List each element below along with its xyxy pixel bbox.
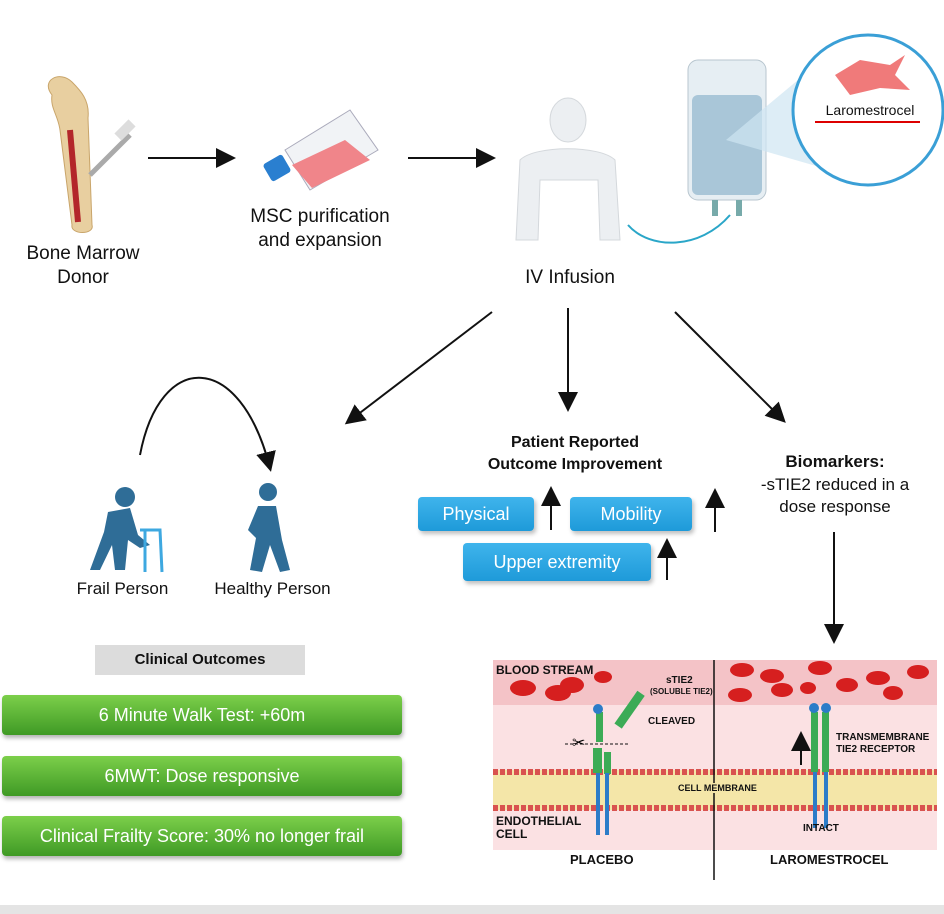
soluble-tie2-label: (SOLUBLE TIE2): [650, 687, 713, 696]
cleaved-label: CLEAVED: [648, 716, 696, 727]
pro-title: Patient Reported Outcome Improvement: [487, 434, 663, 473]
biomarkers-text: -sTIE2 reduced in a dose response: [760, 475, 910, 516]
frail-label: Frail Person: [76, 579, 169, 598]
clinical-item-dose: 6MWT: Dose responsive: [2, 756, 402, 796]
pro-upper-extremity: Upper extremity: [463, 543, 651, 581]
patient-icon: [515, 97, 621, 241]
pro-physical: Physical: [418, 497, 534, 531]
transmembrane-label: TRANSMEMBRANE TIE2 RECEPTOR: [836, 732, 930, 755]
infusion-label: IV Infusion: [525, 267, 615, 288]
biomarkers-title: Biomarkers:: [785, 452, 885, 471]
culture-flask-icon: [263, 109, 379, 191]
intact-label: INTACT: [803, 823, 839, 834]
clinical-outcomes-header: Clinical Outcomes: [95, 645, 305, 675]
placebo-label: PLACEBO: [570, 852, 634, 867]
clinical-item-6mwt: 6 Minute Walk Test: +60m: [2, 695, 402, 735]
zoom-circle: [791, 33, 944, 187]
stie2-label: sTIE2: [666, 675, 693, 686]
laromestrocel-bag-label: Laromestrocel: [825, 102, 915, 118]
mechanism-panel: ✂: [493, 660, 937, 880]
arrow-to-clinical: [344, 311, 493, 425]
clinical-item-frailty: Clinical Frailty Score: 30% no longer fr…: [2, 816, 402, 856]
frail-person-icon: [90, 487, 164, 573]
bottom-strip: [0, 905, 944, 914]
healthy-label: Healthy Person: [214, 579, 331, 598]
laromestrocel-label: LAROMESTROCEL: [770, 852, 889, 867]
purification-label: MSC purification and expansion: [250, 206, 390, 251]
svg-text:✂: ✂: [572, 735, 585, 752]
blood-stream-label: BLOOD STREAM: [496, 663, 594, 677]
pro-mobility: Mobility: [570, 497, 692, 531]
msc-cell-icon: [835, 55, 910, 95]
arrow-to-biomarkers: [674, 311, 786, 423]
iv-tube: [627, 214, 731, 244]
endothelial-cell-label: ENDOTHELIAL CELL: [496, 814, 582, 841]
bone-marrow-icon: [47, 76, 136, 233]
healthy-person-icon: [248, 483, 290, 572]
cell-membrane-label: CELL MEMBRANE: [678, 783, 757, 793]
arc-arrow: [139, 376, 276, 472]
donor-label: Bone Marrow Donor: [26, 243, 140, 288]
